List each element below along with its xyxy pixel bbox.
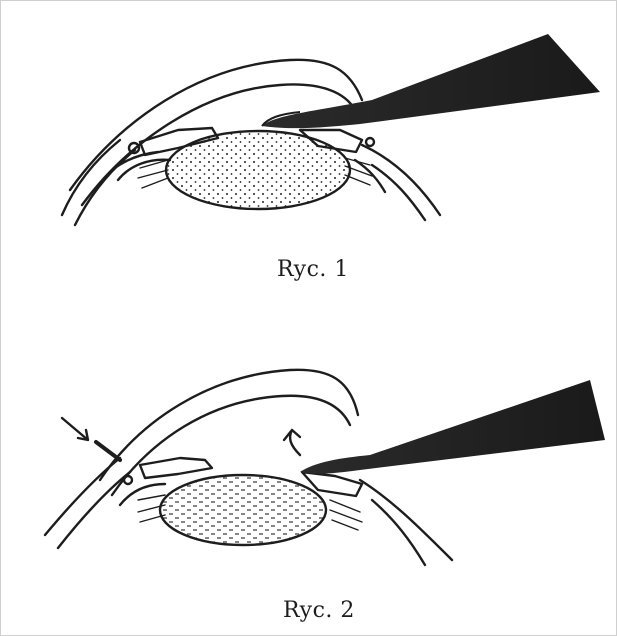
figure-1-caption: Ryc. 1 [277, 257, 617, 282]
figure-2-caption: Ryc. 2 [283, 598, 617, 623]
knife-1 [262, 34, 600, 128]
iris-left-2 [140, 458, 212, 478]
lens-1 [166, 131, 350, 209]
entry-arrow [62, 418, 88, 440]
sclera-left [62, 140, 120, 215]
figure-2-diagram [45, 370, 452, 565]
figure-1-diagram [62, 60, 440, 225]
lens-2 [160, 475, 326, 545]
flow-arrow [284, 430, 300, 455]
knife-2 [300, 380, 605, 474]
